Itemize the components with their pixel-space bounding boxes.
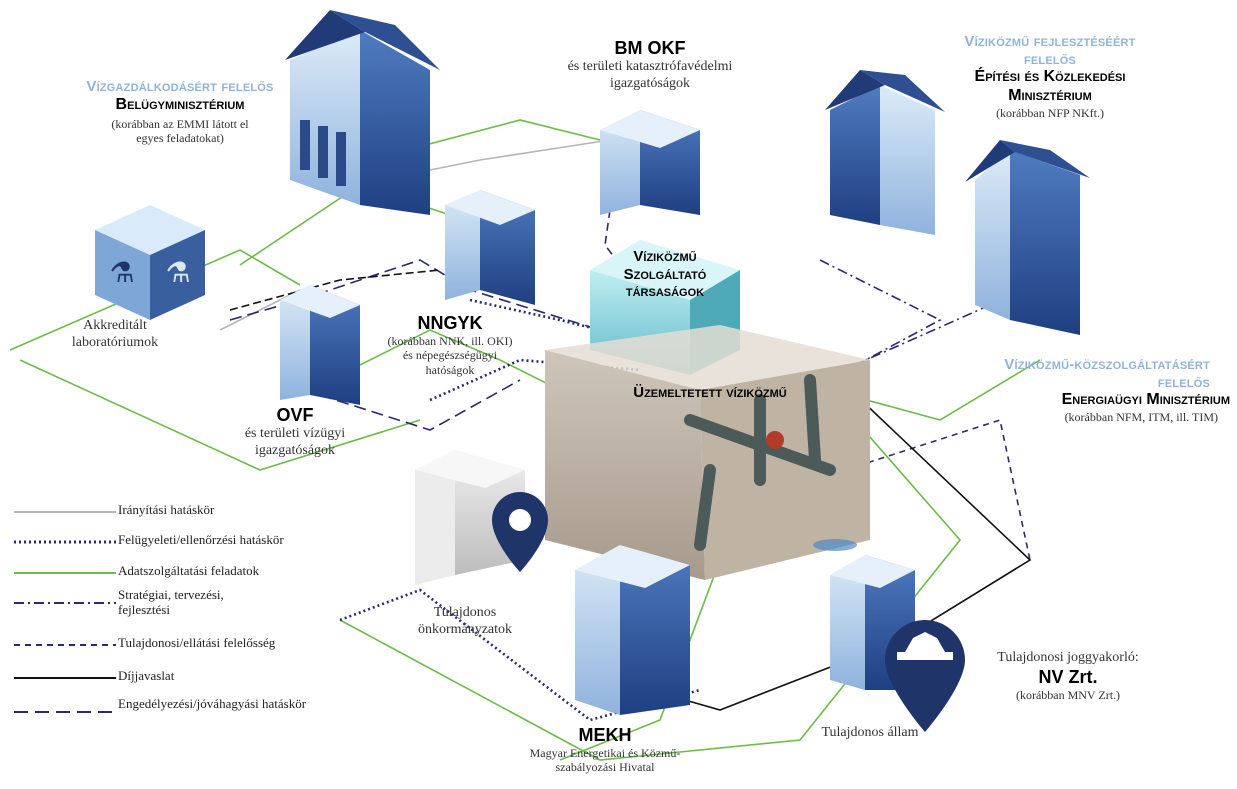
viziszolg-text: Víziközmű Szolgáltató társaságok bbox=[623, 248, 707, 301]
line-data-energia bbox=[339, 379, 962, 761]
svg-text:⚗: ⚗ bbox=[165, 258, 190, 289]
legend-item-data: Adatszolgáltatási feladatok bbox=[118, 563, 260, 578]
epitesi-role: Víziközmű fejlesztéséért felelős bbox=[964, 33, 1136, 68]
label-viziszolg: Víziközmű Szolgáltató társaságok bbox=[605, 248, 725, 301]
label-onkorm: Tulajdonos önkormányzatok bbox=[395, 605, 535, 638]
label-epitesi: Víziközmű fejlesztéséért felelős Építési… bbox=[930, 33, 1170, 120]
legend-item-approve: Engedélyezési/jóváhagyási hatáskör bbox=[118, 696, 307, 711]
line-owner-2 bbox=[689, 418, 1031, 561]
energia-role: Víziközmű-közszolgáltatásért felelős bbox=[1004, 356, 1210, 391]
building-ovf bbox=[280, 285, 360, 405]
building-bmokf bbox=[600, 110, 700, 215]
label-energia: Víziközmű-közszolgáltatásért felelős Ene… bbox=[930, 356, 1230, 424]
legend-lines bbox=[14, 511, 116, 713]
line-supervise-1 bbox=[469, 298, 601, 332]
onkorm-text: Tulajdonos önkormányzatok bbox=[417, 605, 513, 637]
utility-box bbox=[545, 325, 870, 580]
allam-text: Tulajdonos állam bbox=[821, 725, 919, 740]
label-ovf: OVF és területi vízügyi igazgatóságok bbox=[225, 405, 365, 459]
mekh-note: Magyar Energetikai és Közmű-szabályozási… bbox=[529, 746, 681, 775]
epitesi-note: (korábban NFP NKft.) bbox=[996, 106, 1104, 121]
line-approve-2 bbox=[319, 379, 521, 431]
nngyk-note: (korábban NNK, ill. OKI) és népegészségü… bbox=[387, 334, 513, 377]
label-nv: Tulajdonosi joggyakorló: NV Zrt. (korább… bbox=[968, 650, 1168, 702]
line-strategy bbox=[809, 259, 942, 391]
belugy-note: (korábban az EMMI látott el egyes felada… bbox=[111, 116, 249, 145]
line-data-lab-nngyk bbox=[19, 359, 421, 471]
akkreditalt-text: Akkreditált laboratóriumok bbox=[71, 318, 159, 350]
energia-name: Energiaügyi Minisztérium bbox=[1061, 391, 1230, 409]
nv-name: NV Zrt. bbox=[1038, 666, 1098, 687]
nv-role: Tulajdonosi joggyakorló: bbox=[997, 650, 1139, 665]
building-energia bbox=[965, 140, 1090, 335]
mekh-name: MEKH bbox=[578, 725, 632, 745]
label-uzemeltetett: Üzemeltetett víziközmű bbox=[590, 384, 830, 402]
legend-item-strategy: Stratégiai, tervezési, fejlesztési bbox=[118, 587, 224, 617]
building-allam bbox=[830, 555, 965, 732]
ovf-note: és területi vízügyi igazgatóságok bbox=[244, 426, 346, 458]
svg-text:⚗: ⚗ bbox=[109, 258, 134, 289]
legend-item-control: Irányítási hatáskör bbox=[118, 502, 215, 517]
energia-note: (korábban NFM, ITM, ill. TIM) bbox=[1064, 410, 1218, 425]
building-nngyk bbox=[445, 190, 535, 305]
label-allam: Tulajdonos állam bbox=[820, 725, 920, 742]
map-pin-icon bbox=[492, 492, 548, 572]
ovf-name: OVF bbox=[276, 405, 314, 425]
building-onkorm bbox=[415, 450, 548, 585]
line-black-belugy bbox=[229, 269, 441, 311]
label-belugy: Vízgazdálkodásért felelős Belügyminiszté… bbox=[70, 78, 290, 145]
uzemeltetett-text: Üzemeltetett víziközmű bbox=[633, 384, 787, 401]
label-mekh: MEKH Magyar Energetikai és Közmű-szabály… bbox=[495, 725, 715, 775]
bmokf-name: BM OKF bbox=[614, 38, 686, 58]
water-splash-icon bbox=[813, 539, 857, 551]
bmokf-note: és területi katasztrófavédelmi igazgatós… bbox=[567, 59, 733, 91]
valve-icon bbox=[766, 431, 784, 449]
nv-note: (korábban MNV Zrt.) bbox=[1015, 687, 1121, 702]
building-belugy bbox=[285, 10, 440, 215]
line-data-lab-ovf bbox=[9, 249, 301, 351]
line-data-lower bbox=[559, 559, 721, 761]
label-nngyk: NNGYK (korábban NNK, ill. OKI) és népegé… bbox=[375, 313, 525, 377]
building-akkreditalt: ⚗ ⚗ bbox=[95, 205, 205, 320]
building-mekh bbox=[575, 545, 690, 715]
line-approve-1 bbox=[229, 259, 601, 331]
legend-item-tariff: Díjjavaslat bbox=[118, 668, 175, 683]
building-epitesi bbox=[825, 70, 945, 235]
parliament-pin-icon bbox=[885, 620, 965, 732]
epitesi-name: Építési és Közlekedési Minisztérium bbox=[974, 68, 1126, 105]
legend-item-supervise: Felügyeleti/ellenőrzési hatáskör bbox=[118, 532, 284, 547]
label-akkreditalt: Akkreditált laboratóriumok bbox=[50, 318, 180, 351]
legend-item-owner: Tulajdonosi/ellátási felelősség bbox=[118, 635, 276, 650]
belugy-role: Vízgazdálkodásért felelős bbox=[86, 78, 274, 95]
belugy-name: Belügyminisztérium bbox=[115, 95, 245, 113]
line-control-lab bbox=[219, 289, 301, 331]
nngyk-name: NNGYK bbox=[417, 313, 483, 333]
label-bmokf: BM OKF és területi katasztrófavédelmi ig… bbox=[530, 38, 770, 92]
